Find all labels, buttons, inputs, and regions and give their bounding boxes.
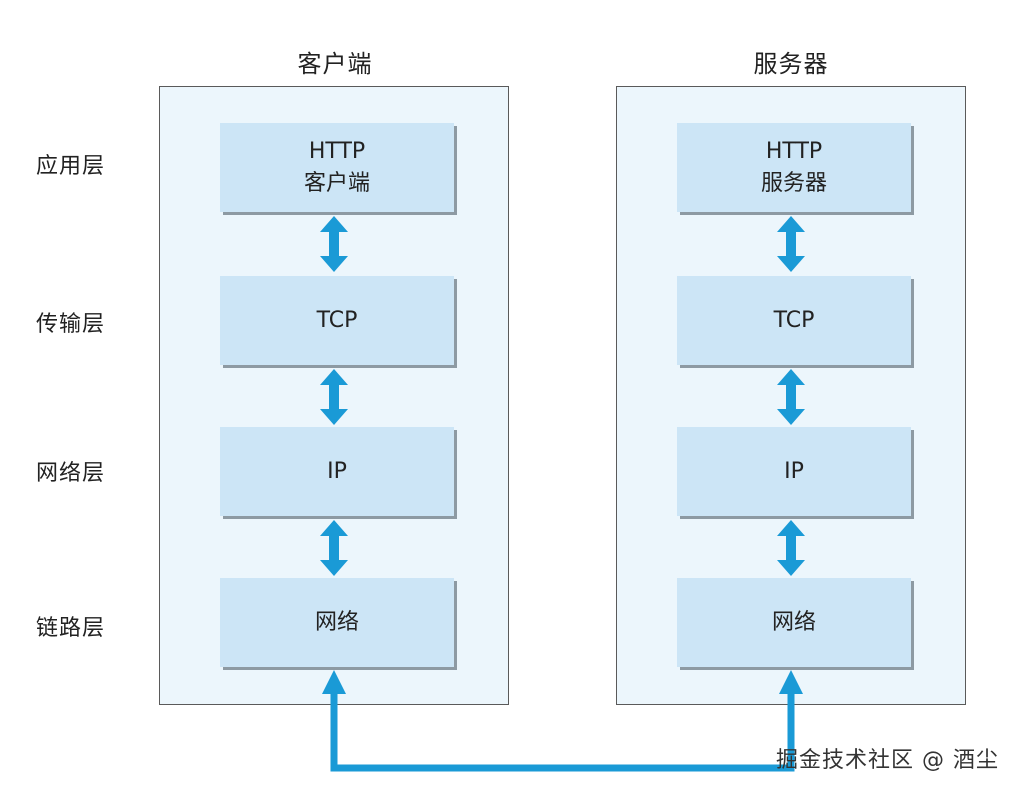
client-http-label: HTTP [308,138,366,164]
layer-label-transport: 传输层 [36,312,106,337]
client-transport-network-arrow-icon [320,369,348,425]
client-link-arrowhead-icon [322,670,346,694]
server-transport-network-arrow-icon [777,369,805,425]
layer-label-network: 网络层 [36,461,106,486]
client-tcp-label: TCP [316,307,358,333]
client-link-box: 网络 [220,578,454,667]
client-ip-label: IP [327,458,347,484]
server-tcp-label: TCP [773,307,815,333]
server-network-link-arrow-icon [777,520,805,576]
server-app-transport-arrow-icon [777,216,805,272]
server-ip-label: IP [784,458,804,484]
watermark: 掘金技术社区 @ 酒尘 [776,748,999,773]
client-ip-box: IP [220,427,454,516]
server-link-label: 网络 [771,609,816,635]
client-network-link-arrow-icon [320,520,348,576]
server-ip-box: IP [677,427,911,516]
client-http-box: HTTP 客户端 [220,123,454,212]
layer-label-application: 应用层 [36,154,106,179]
client-column-title: 客户端 [297,50,373,78]
server-http-box: HTTP 服务器 [677,123,911,212]
server-tcp-box: TCP [677,276,911,365]
layer-label-link: 链路层 [36,616,106,641]
server-link-box: 网络 [677,578,911,667]
client-tcp-box: TCP [220,276,454,365]
client-link-label: 网络 [314,609,359,635]
server-link-arrowhead-icon [779,670,803,694]
server-http-label: HTTP [765,138,823,164]
server-http-sublabel: 服务器 [760,170,827,196]
client-http-sublabel: 客户端 [303,170,370,196]
client-app-transport-arrow-icon [320,216,348,272]
server-column-title: 服务器 [753,50,829,78]
